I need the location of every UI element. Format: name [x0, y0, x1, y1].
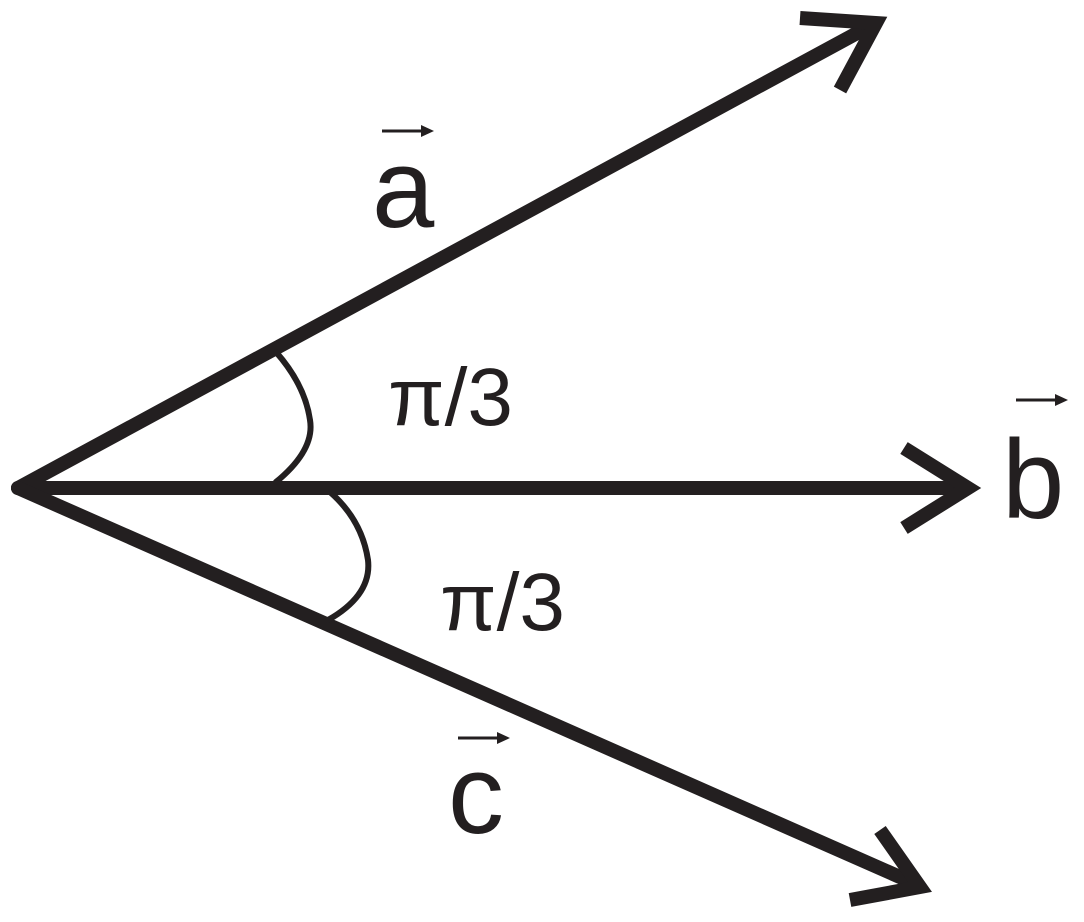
vector-b	[11, 442, 982, 534]
vector-c	[11, 481, 932, 907]
vector-c-label: c	[448, 732, 504, 857]
vector-a	[11, 11, 888, 495]
label-vector-c: c	[448, 732, 510, 857]
vector-b-bar-arrowhead	[1055, 394, 1068, 406]
angle-arc-bc	[325, 489, 372, 623]
angle-label-ab: π/3	[388, 352, 513, 443]
vector-a-shaft	[11, 18, 879, 495]
vector-c-bar-arrowhead	[497, 732, 510, 744]
label-vector-a: a	[372, 125, 435, 251]
angle-arc-ab	[273, 349, 314, 485]
vector-b-label: b	[1002, 417, 1064, 542]
vector-c-arrowhead	[848, 825, 932, 907]
vector-b-arrowhead	[900, 442, 982, 534]
angle-label-bc: π/3	[440, 557, 565, 648]
vector-a-bar-arrowhead	[421, 125, 434, 137]
vector-a-arrowhead	[799, 11, 888, 94]
vector-c-shaft	[11, 481, 925, 892]
label-vector-b: b	[1002, 394, 1068, 542]
vector-a-label: a	[372, 126, 435, 251]
